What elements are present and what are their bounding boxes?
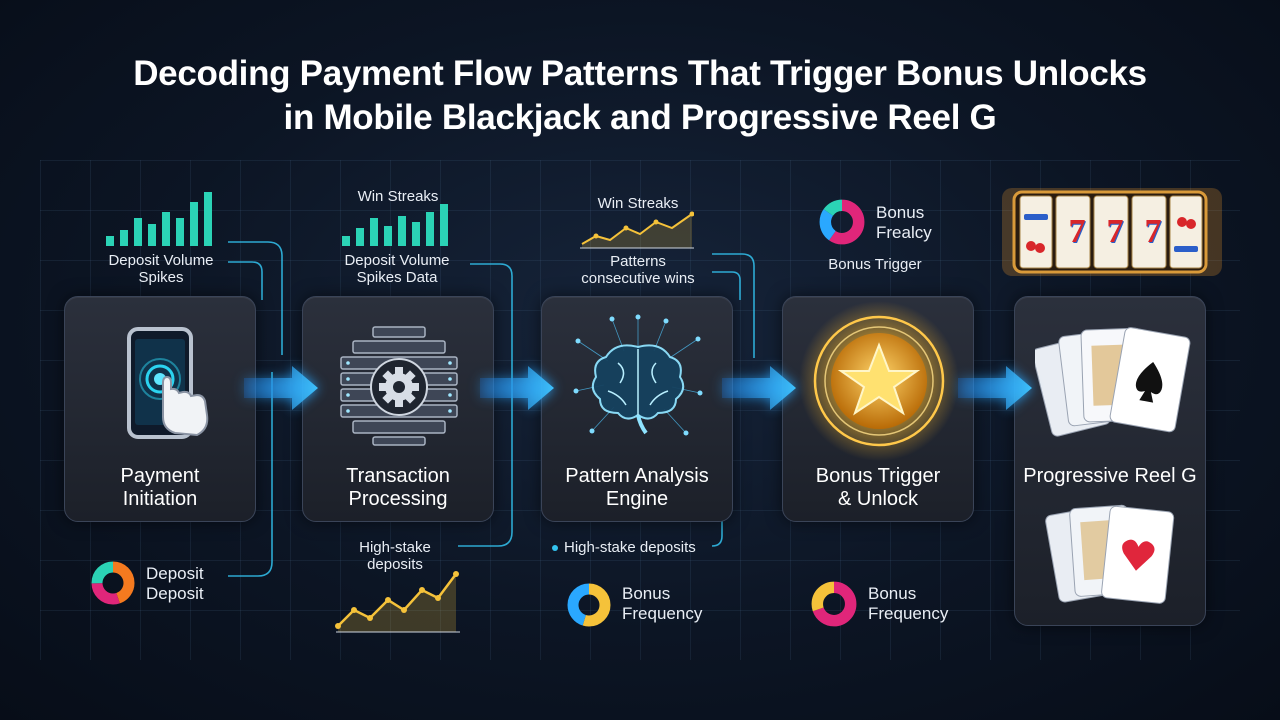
stage-card-progressive-reel-g[interactable]: Progressive Reel G xyxy=(1014,296,1206,626)
annotation-line: Frequency xyxy=(622,604,703,623)
title-line-2: in Mobile Blackjack and Progressive Reel… xyxy=(283,98,997,137)
bar-chart-icon xyxy=(342,204,448,246)
stage-label-line-2: Initiation xyxy=(122,488,198,510)
annotation-line: Bonus xyxy=(876,203,925,222)
annotation-deposit-deposit: Deposit Deposit xyxy=(146,564,236,604)
flow-arrow-4 xyxy=(958,366,1032,410)
annotation-line: Bonus xyxy=(868,584,917,603)
flow-arrow-2 xyxy=(480,366,554,410)
stage-card-payment-initiation[interactable]: Payment Initiation xyxy=(64,296,256,522)
title-line-1: Decoding Payment Flow Patterns That Trig… xyxy=(133,54,1147,93)
page-title: Decoding Payment Flow Patterns That Trig… xyxy=(0,52,1280,140)
annotation-line: deposits xyxy=(367,556,423,573)
stage-label-line-1: Bonus Trigger xyxy=(815,465,941,487)
annotation-bonus-frequency: Bonus Frequency xyxy=(868,584,968,624)
annotation-line: High-stake deposits xyxy=(564,539,696,556)
line-chart-icon xyxy=(580,211,694,249)
stage-card-bonus-trigger-unlock[interactable]: Bonus Trigger & Unlock xyxy=(782,296,974,522)
annotation-bonus-frequency: Bonus Frequency xyxy=(622,584,722,624)
stage-label-line-1: Progressive Reel G xyxy=(1023,465,1197,487)
stage-label-line-2: Processing xyxy=(348,488,448,510)
stage-label-line-2: Engine xyxy=(605,488,669,510)
phone-tap-icon xyxy=(101,317,221,457)
annotation-deposit-volume-spikes-data: Deposit Volume Spikes Data xyxy=(332,252,462,286)
line-chart-icon xyxy=(335,571,460,633)
star-badge-icon xyxy=(793,301,965,461)
hearts-cards-icon xyxy=(1039,501,1189,611)
bullet-dot xyxy=(552,544,558,551)
server-gear-icon xyxy=(333,319,465,449)
flow-arrow-1 xyxy=(244,366,318,410)
annotation-bonus-frealcy: Bonus Frealcy xyxy=(876,203,976,243)
stage-card-transaction-processing[interactable]: Transaction Processing xyxy=(302,296,494,522)
annotation-high-stake-deposits: High-stake deposits xyxy=(340,539,450,573)
annotation-line: High-stake xyxy=(359,539,431,556)
annotation-line: Deposit xyxy=(146,564,204,583)
annotation-line: Deposit Volume xyxy=(108,252,214,269)
brain-network-icon xyxy=(568,311,708,451)
stage-label-line-1: Pattern Analysis xyxy=(565,465,709,487)
annotation-line: Frequency xyxy=(868,604,949,623)
donut-chart-icon xyxy=(819,199,865,245)
annotation-line: Frealcy xyxy=(876,223,932,242)
annotation-win-streaks: Win Streaks xyxy=(357,188,439,205)
donut-chart-icon xyxy=(811,581,857,627)
playing-cards-icon xyxy=(1035,321,1195,447)
annotation-line: Deposit xyxy=(146,584,204,603)
annotation-high-stake-deposits-bullet: High-stake deposits xyxy=(552,539,722,556)
annotation-patterns-consecutive-wins: Patterns consecutive wins xyxy=(566,253,710,287)
stage-label-line-2: & Unlock xyxy=(837,488,919,510)
annotation-line: Bonus xyxy=(622,584,671,603)
annotation-line: consecutive wins xyxy=(581,270,695,287)
flow-arrow-3 xyxy=(722,366,796,410)
annotation-deposit-volume-spikes: Deposit Volume Spikes xyxy=(96,252,226,286)
annotation-win-streaks: Win Streaks xyxy=(597,195,679,212)
stage-label-line-1: Payment xyxy=(120,465,200,487)
slot-reels-icon: 7 7 7 xyxy=(1002,188,1222,276)
annotation-line: Deposit Volume xyxy=(344,252,450,269)
stage-label-line-1: Transaction xyxy=(346,465,450,487)
annotation-bonus-trigger: Bonus Trigger xyxy=(828,256,922,273)
annotation-line: Spikes Data xyxy=(356,269,438,286)
bar-chart-icon xyxy=(106,192,212,246)
donut-chart-icon xyxy=(567,583,611,627)
stage-card-pattern-analysis-engine[interactable]: Pattern Analysis Engine xyxy=(541,296,733,522)
reel-symbol: 7 xyxy=(1144,213,1162,250)
reel-symbol: 7 xyxy=(1068,213,1086,250)
annotation-line: Patterns xyxy=(610,253,666,270)
annotation-line: Spikes xyxy=(138,269,184,286)
donut-chart-icon xyxy=(91,561,135,605)
reel-symbol: 7 xyxy=(1106,213,1124,250)
